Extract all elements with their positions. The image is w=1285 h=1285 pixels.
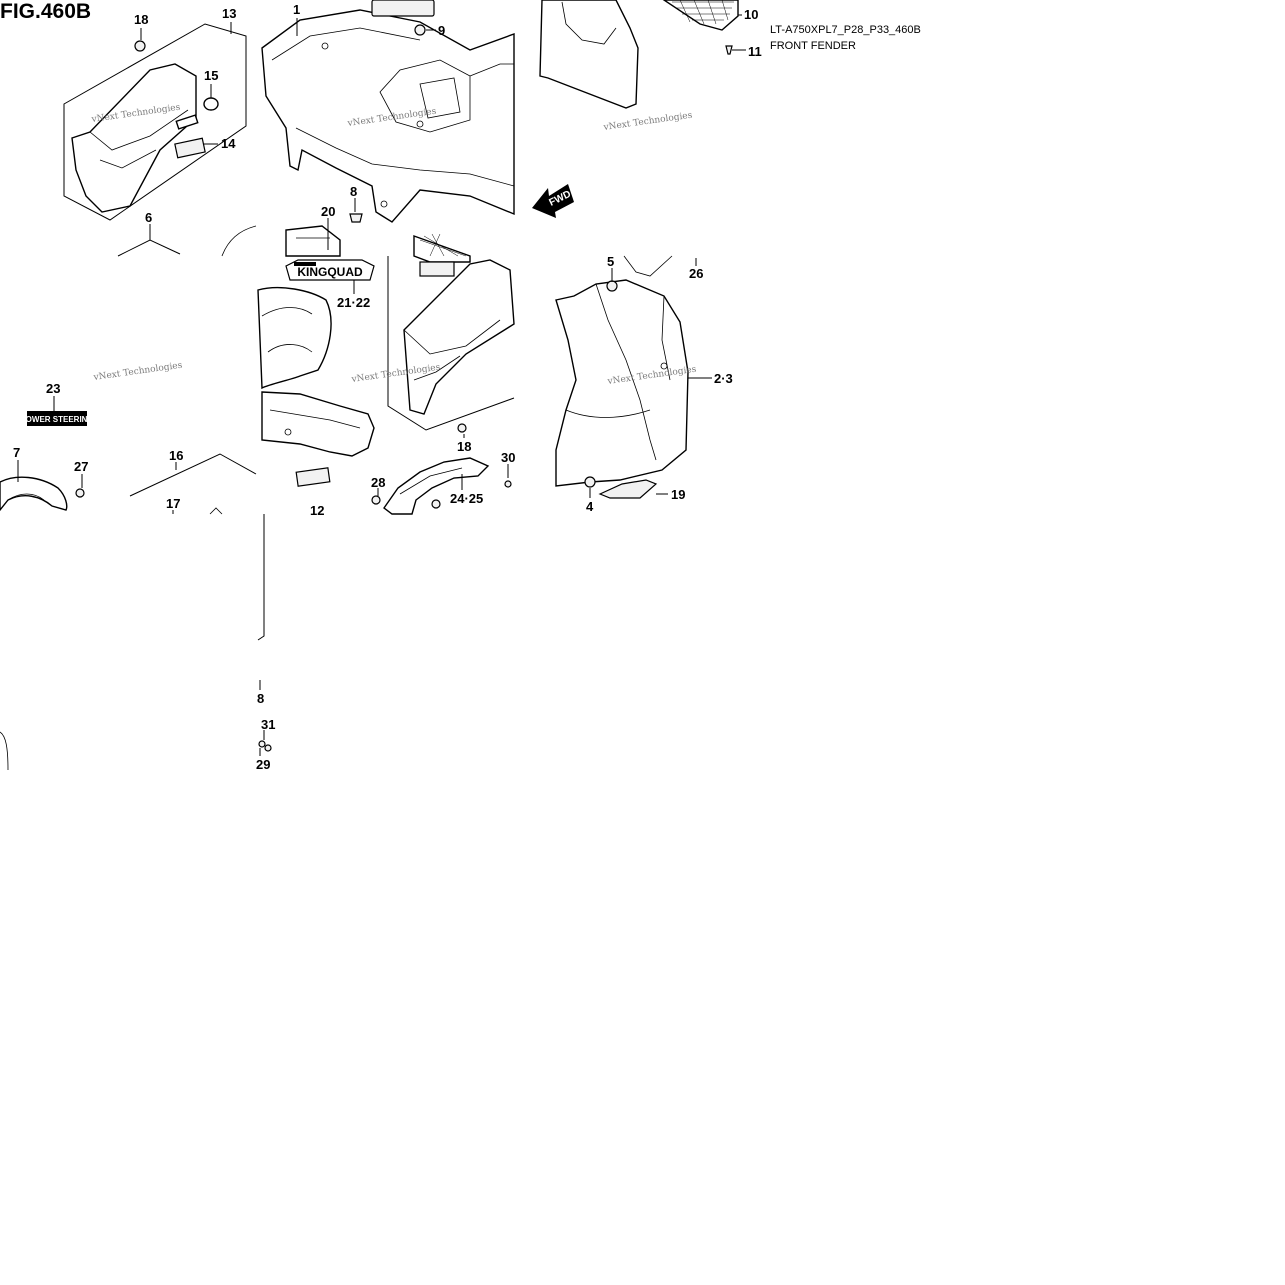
callout-26: 26 (689, 266, 703, 281)
leader-lines (17, 14, 746, 756)
part-19-pad (598, 479, 658, 499)
part-20-guard (285, 225, 341, 257)
part-30-screw (504, 480, 512, 488)
callout-29: 29 (256, 757, 270, 772)
power-steering-decal: POWER STEERING (20, 411, 94, 426)
left-edge-fragment (0, 731, 9, 771)
part-4-clip (584, 476, 596, 488)
part-2-3-mudguard (555, 255, 689, 487)
callout-21-22: 21·22 (337, 295, 370, 310)
part-8-screw (349, 213, 363, 223)
section-name: FRONT FENDER (770, 40, 856, 52)
callout-15: 15 (204, 68, 218, 83)
part-18-clip-top (134, 40, 146, 52)
callout-18-lower: 18 (457, 439, 471, 454)
part-15-grommet (203, 97, 219, 111)
callout-13: 13 (222, 6, 236, 21)
callout-24-25: 24·25 (450, 491, 483, 506)
figure-title: FIG.460B (0, 0, 91, 23)
kingquad-decal: KINGQUAD (285, 259, 375, 281)
part-10-side-panel (539, 0, 739, 109)
callout-20: 20 (321, 204, 335, 219)
callout-6: 6 (145, 210, 152, 225)
part-edge-fragment (221, 225, 257, 257)
part-7-mudflap (0, 476, 68, 512)
part-inner-panel (387, 233, 515, 431)
part-seat-pad (371, 0, 435, 17)
callout-31: 31 (261, 717, 275, 732)
part-13-assembly (63, 23, 247, 221)
callout-7: 7 (13, 445, 20, 460)
callout-27: 27 (74, 459, 88, 474)
callout-17: 17 (166, 496, 180, 511)
callout-5: 5 (607, 254, 614, 269)
part-5-clip (606, 280, 618, 292)
callout-4: 4 (586, 499, 594, 514)
callout-18: 18 (134, 12, 148, 27)
callout-28: 28 (371, 475, 385, 490)
part-14-pad (174, 137, 206, 159)
callout-12: 12 (310, 503, 324, 518)
watermark: vNext Technologies (602, 111, 693, 134)
fwd-arrow: FWD (532, 184, 574, 218)
part-27-screw (75, 488, 85, 498)
callout-10: 10 (744, 7, 758, 22)
model-code: LT-A750XPL7_P28_P33_460B (770, 24, 921, 36)
part-12-pad (295, 467, 331, 487)
kingquad-text: KINGQUAD (297, 265, 363, 279)
part-28-screw (371, 495, 381, 505)
callout-2-3: 2·3 (714, 371, 733, 386)
callout-23: 23 (46, 381, 60, 396)
part-1-front-fender (261, 9, 515, 223)
part-6-edge (117, 239, 181, 257)
callout-14: 14 (221, 136, 236, 151)
part-16-outline (129, 453, 257, 497)
callout-1: 1 (293, 2, 300, 17)
callout-numbers: 18 13 15 14 1 9 10 11 8 20 21·22 6 5 26 … (13, 2, 762, 772)
part-18-clip-mid (457, 423, 467, 433)
callout-9: 9 (438, 23, 445, 38)
part-31-screw (258, 740, 266, 748)
callout-8-lower: 8 (257, 691, 264, 706)
part-16-fragment (209, 507, 223, 515)
part-11-clip (725, 45, 733, 55)
part-9-nut (414, 24, 426, 36)
callout-30: 30 (501, 450, 515, 465)
part-24-screw (431, 499, 441, 509)
part-fender-lower (257, 286, 375, 457)
callout-16: 16 (169, 448, 183, 463)
callout-8: 8 (350, 184, 357, 199)
watermark: vNext Technologies (92, 361, 183, 384)
callout-19: 19 (671, 487, 685, 502)
part-24-25-bracket (383, 457, 490, 515)
panel-divider-edge (257, 514, 265, 641)
callout-11: 11 (748, 44, 762, 59)
power-steering-text: POWER STEERING (20, 415, 93, 424)
part-31-nut (264, 744, 272, 752)
